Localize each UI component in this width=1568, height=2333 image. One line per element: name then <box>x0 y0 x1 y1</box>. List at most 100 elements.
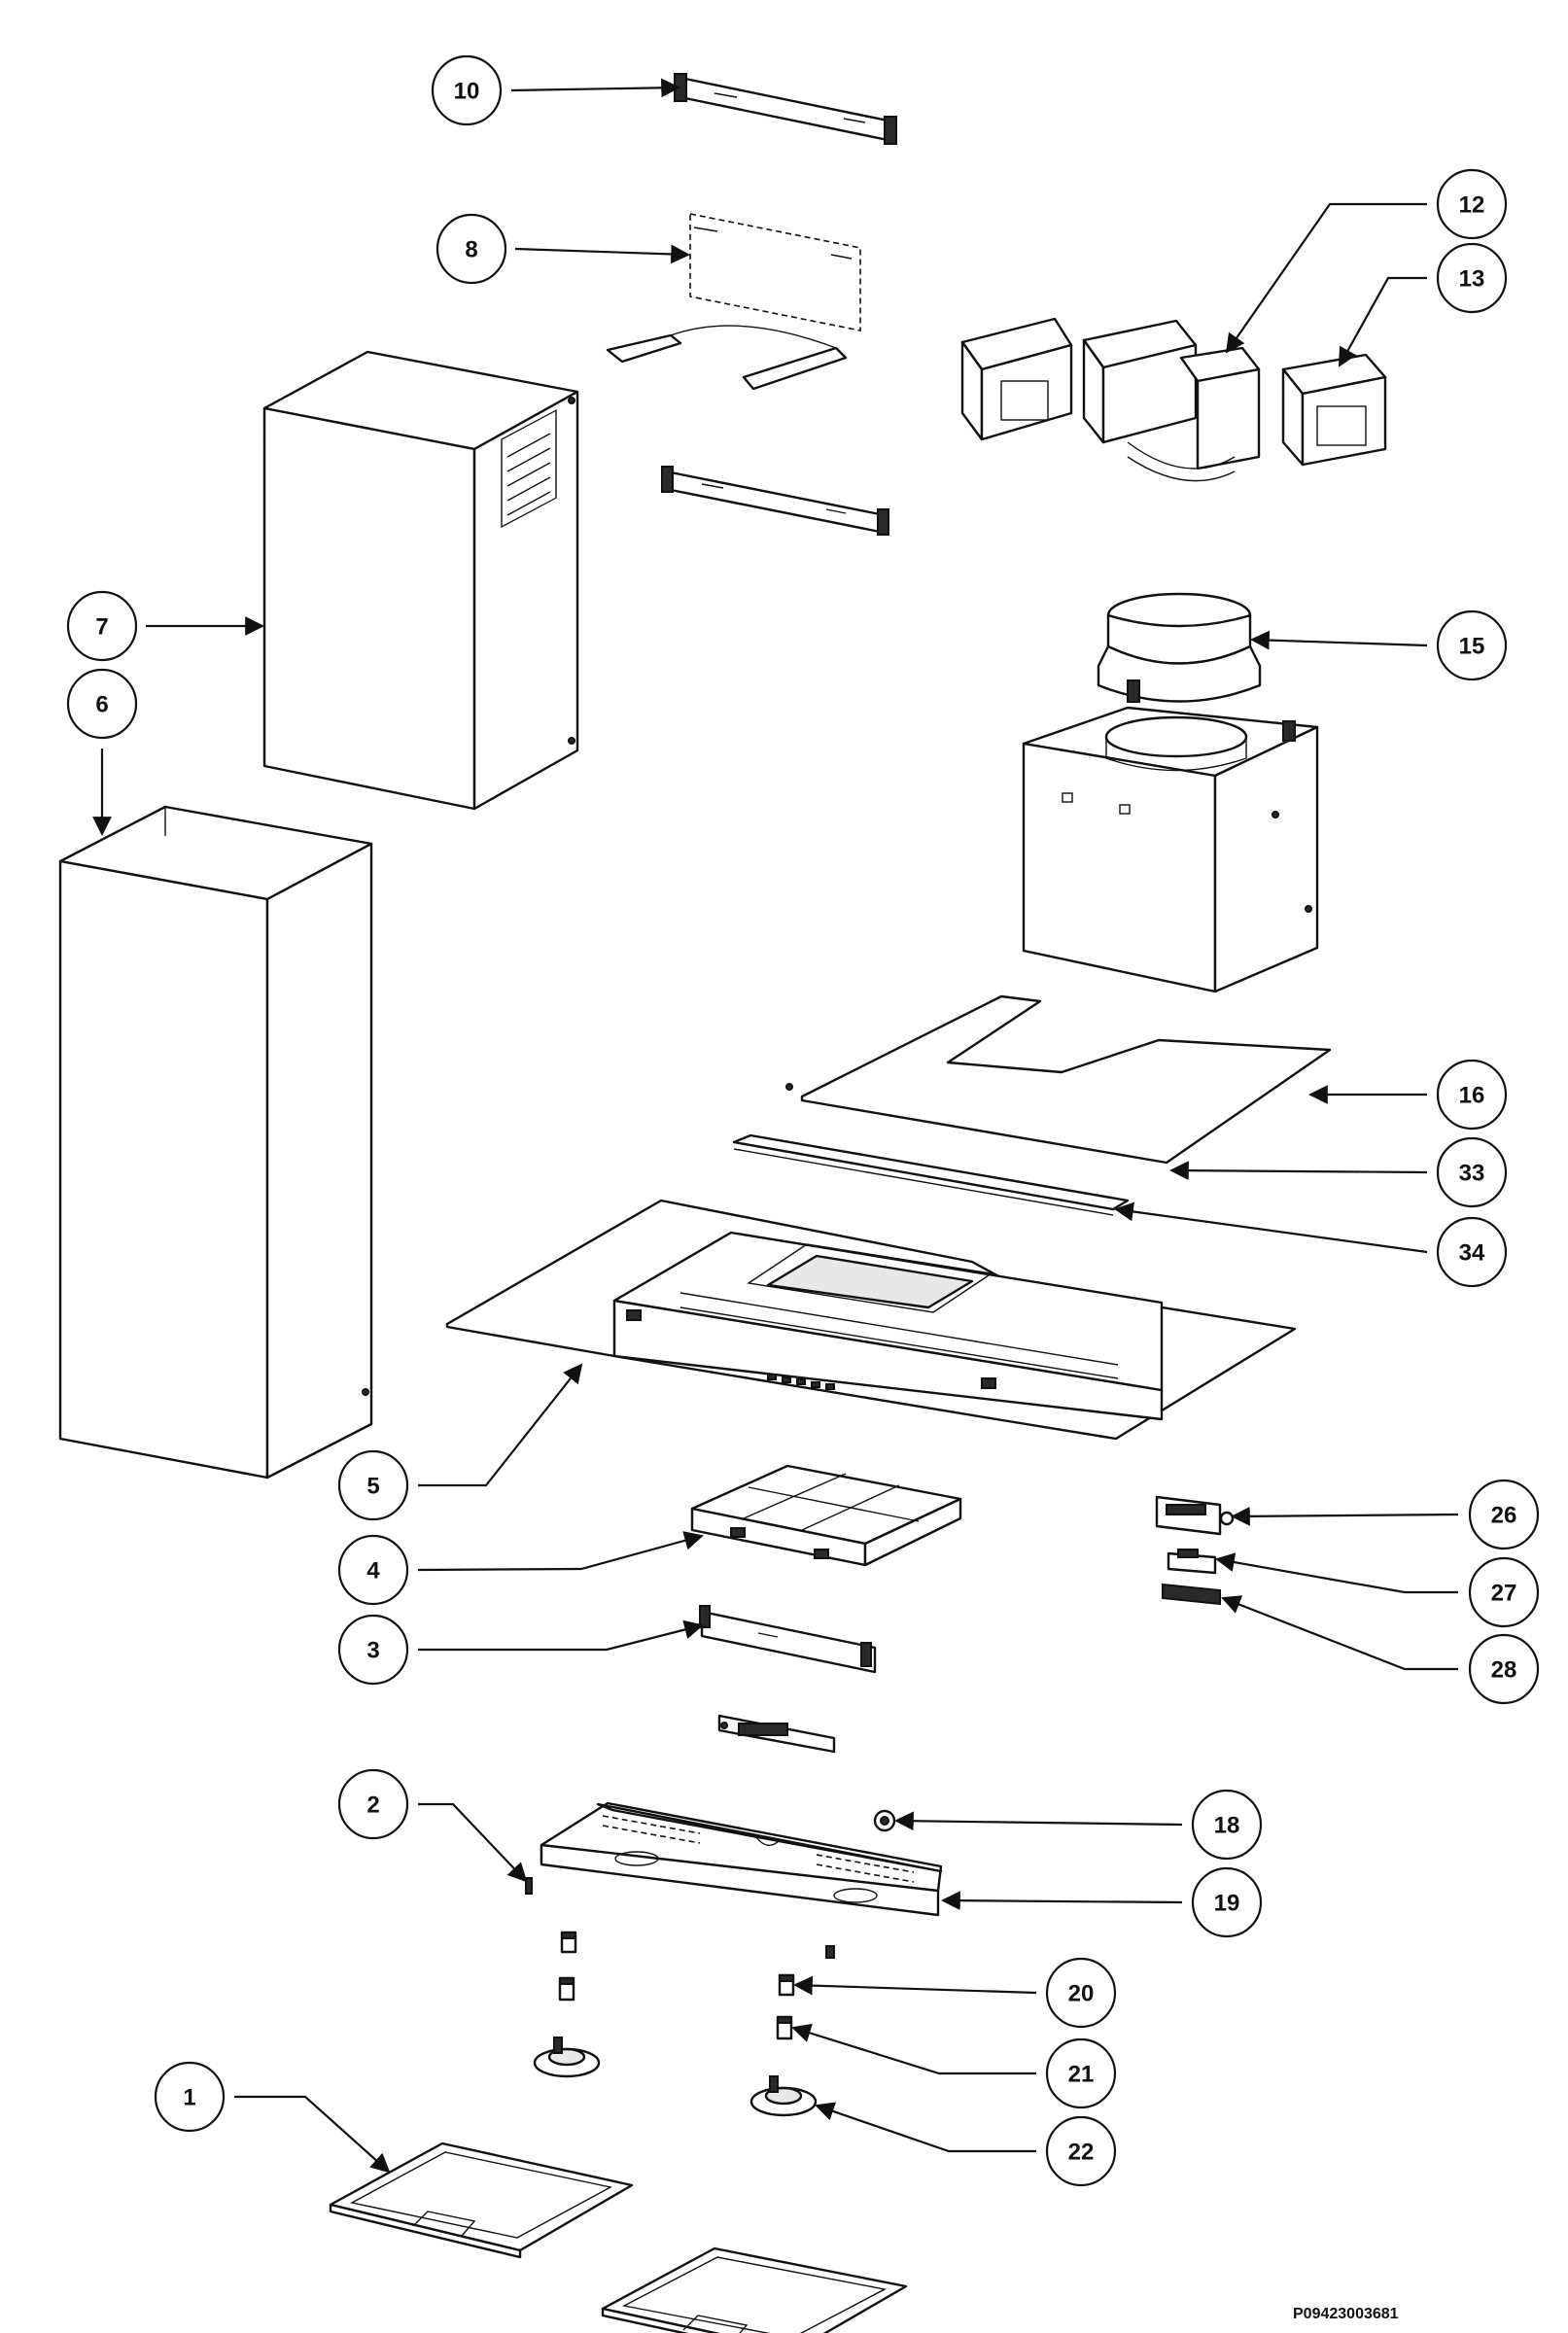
callout-number-5: 5 <box>366 1474 379 1500</box>
callout-bubble-19 <box>1191 1866 1263 1938</box>
callout-bubble-2 <box>337 1768 409 1840</box>
callout-number-22: 22 <box>1068 2140 1095 2166</box>
leader-1 <box>234 2095 391 2174</box>
leader-lines <box>92 78 1459 2174</box>
part-3-bracket <box>699 1605 877 1674</box>
leader-22 <box>815 2102 1036 2153</box>
leader-26 <box>1231 1506 1459 1526</box>
leader-4 <box>417 1531 704 1572</box>
leader-20 <box>793 1975 1037 1996</box>
part-27-component <box>1167 1549 1217 1575</box>
part-5-canopy <box>445 1199 1297 1441</box>
callout-bubble-18 <box>1191 1789 1263 1861</box>
callout-bubble-34 <box>1436 1216 1508 1288</box>
leader-2 <box>418 1802 528 1883</box>
control-buttons <box>767 1374 835 1390</box>
callout-bubble-4 <box>337 1534 409 1606</box>
lower-bracket <box>661 466 889 536</box>
callout-number-6: 6 <box>95 692 108 718</box>
callout-number-26: 26 <box>1491 1503 1517 1529</box>
part-28-component <box>1162 1583 1221 1606</box>
callout-bubble-28 <box>1468 1633 1540 1705</box>
leader-28 <box>1221 1595 1458 1671</box>
leader-10 <box>510 78 680 98</box>
motor-housing <box>1022 679 1319 993</box>
small-screw <box>825 1945 835 1959</box>
callout-number-13: 13 <box>1459 266 1485 293</box>
leader-19 <box>941 1891 1183 1911</box>
callout-number-12: 12 <box>1459 192 1485 219</box>
part-7-upper-chimney <box>262 350 579 811</box>
callout-number-1: 1 <box>183 2085 195 2111</box>
leader-18 <box>894 1811 1183 1831</box>
callout-bubble-27 <box>1468 1556 1540 1628</box>
switch-left-top <box>560 1931 577 1954</box>
leader-34 <box>1114 1201 1428 1254</box>
leader-12 <box>1225 202 1427 354</box>
part-26-component <box>1155 1495 1235 1536</box>
part-21-switch <box>776 2015 793 2040</box>
part-34-strip <box>732 1133 1130 1216</box>
drawing-id: P09423003681 <box>1293 2306 1399 2322</box>
leader-8 <box>514 244 690 264</box>
callout-number-7: 7 <box>95 614 108 641</box>
callout-number-33: 33 <box>1459 1161 1485 1187</box>
callout-bubble-7 <box>66 590 138 662</box>
part-8-frame <box>606 213 861 391</box>
callout-bubble-20 <box>1045 1957 1117 2029</box>
part-2-screw <box>525 1877 533 1895</box>
leader-27 <box>1215 1552 1458 1594</box>
callout-number-18: 18 <box>1214 1813 1240 1839</box>
callout-number-19: 19 <box>1214 1891 1240 1917</box>
callout-number-3: 3 <box>366 1638 379 1664</box>
callout-bubble-22 <box>1045 2115 1117 2187</box>
callout-number-2: 2 <box>366 1793 379 1819</box>
part-6-lower-chimney <box>58 805 373 1480</box>
part-16-top-plate <box>785 994 1332 1165</box>
callout-number-21: 21 <box>1068 2062 1095 2088</box>
callout-bubble-13 <box>1436 242 1508 314</box>
callout-bubble-16 <box>1436 1059 1508 1131</box>
part-1-grease-filter-left <box>329 2141 634 2259</box>
part-13-duct-right <box>1281 353 1387 467</box>
leader-33 <box>1169 1161 1428 1181</box>
part-19-base-plate <box>540 1801 943 1917</box>
callout-bubble-1 <box>154 2061 226 2133</box>
part-10-bracket <box>674 73 897 145</box>
part-12-duct-center <box>1082 319 1261 482</box>
part-18-grommet <box>873 1809 896 1832</box>
callout-bubble-12 <box>1436 168 1508 240</box>
part-1-grease-filter-right <box>601 2246 908 2333</box>
part-4-filter-cassette <box>690 1464 962 1567</box>
leader-15 <box>1250 630 1428 650</box>
callout-number-4: 4 <box>366 1558 380 1584</box>
vent-grille <box>501 409 557 529</box>
leader-13 <box>1339 276 1427 367</box>
leader-5 <box>418 1363 583 1487</box>
callout-number-20: 20 <box>1068 1981 1095 2007</box>
part-13-duct-left <box>960 317 1073 441</box>
base-vents <box>602 1815 915 1883</box>
callout-number-28: 28 <box>1491 1657 1517 1684</box>
callout-number-10: 10 <box>454 79 480 105</box>
callout-bubble-6 <box>66 668 138 740</box>
lamp-left <box>533 2037 601 2078</box>
control-board <box>717 1714 836 1754</box>
callout-bubble-8 <box>436 213 507 285</box>
callout-number-8: 8 <box>465 237 477 263</box>
part-20-switch <box>778 1973 795 1997</box>
leader-3 <box>418 1619 704 1652</box>
callout-number-15: 15 <box>1459 634 1485 660</box>
callout-bubble-5 <box>337 1449 409 1521</box>
callout-bubble-10 <box>431 54 503 126</box>
callout-bubble-26 <box>1468 1479 1540 1550</box>
callout-number-27: 27 <box>1491 1581 1517 1607</box>
callout-number-16: 16 <box>1459 1083 1485 1109</box>
leader-21 <box>791 2023 1036 2075</box>
callout-bubble-21 <box>1045 2037 1117 2109</box>
callout-bubble-15 <box>1436 609 1508 681</box>
part-15-collar <box>1097 592 1262 703</box>
